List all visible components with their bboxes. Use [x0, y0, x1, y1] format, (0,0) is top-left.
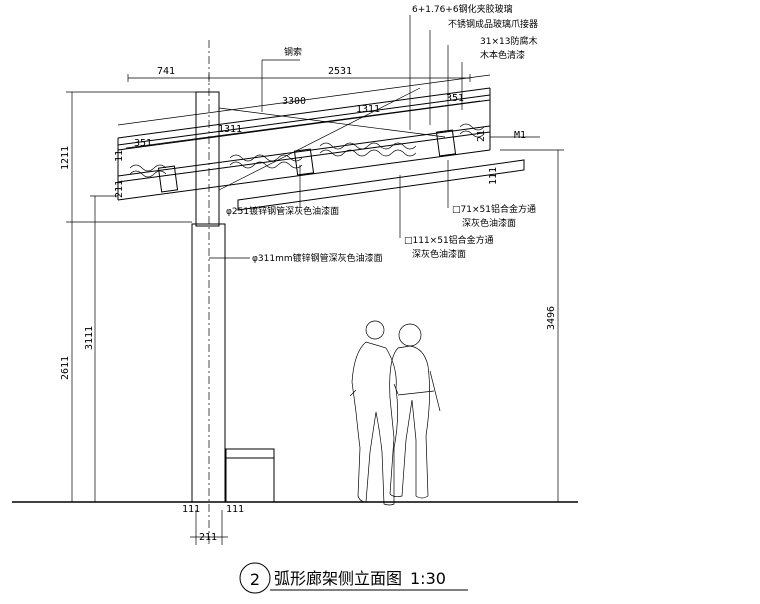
m1-label: M1 — [514, 130, 526, 141]
pipe-large-label: φ311mm镀锌钢管深灰色油漆面 — [252, 252, 383, 264]
dim-1311-right: 1311 — [356, 104, 380, 115]
bench — [225, 448, 275, 503]
tube-b-finish-label: 深灰色油漆面 — [412, 248, 466, 260]
glass-label: 6+1.76+6钢化夹胶玻璃 — [412, 3, 513, 15]
wood-finish-label: 木本色清漆 — [480, 49, 525, 61]
dim-1311-left: 1311 — [218, 124, 242, 135]
steel-cable-label: 钢索 — [284, 46, 302, 58]
dim-111-bottom-right: 111 — [226, 504, 244, 515]
dim-11: 11 — [114, 150, 125, 162]
dim-3300: 3300 — [282, 96, 306, 107]
dim-lines — [66, 15, 564, 545]
dim-211-side: 211 — [114, 180, 125, 198]
title-text: 弧形廊架侧立面图 — [274, 569, 402, 588]
dim-111-bottom-left: 111 — [182, 504, 200, 515]
tube-a-finish-label: 深灰色油漆面 — [462, 217, 516, 229]
dim-2611: 2611 — [60, 356, 71, 380]
dim-3496: 3496 — [546, 306, 557, 330]
dim-1211: 1211 — [60, 146, 71, 170]
roof-structure — [117, 87, 525, 211]
title-scale: 1:30 — [410, 569, 446, 588]
column — [191, 40, 226, 545]
dim-21: 21 — [476, 130, 487, 142]
dim-111-m1: 111 — [488, 167, 499, 185]
title-number-circle — [239, 562, 271, 594]
dim-351-right: 351 — [446, 93, 464, 104]
dim-top-left: 741 — [157, 66, 175, 77]
dim-211-bottom: 211 — [199, 532, 217, 543]
title-block: 2 弧形廊架侧立面图 1:30 — [239, 562, 468, 594]
tube-b-label: □111×51铝合金方通 — [404, 234, 494, 246]
pipe-small-label: φ251镀锌钢管深灰色油漆面 — [226, 205, 339, 217]
connector-label: 不锈钢成品玻璃爪接器 — [448, 18, 538, 30]
wood-label: 31×13防腐木 — [480, 35, 537, 47]
tube-a-label: □71×51铝合金方通 — [452, 203, 536, 215]
dim-351-left: 351 — [134, 138, 152, 149]
title-number: 2 — [250, 570, 260, 589]
dim-top-right: 2531 — [328, 66, 352, 77]
dim-3111: 3111 — [84, 326, 95, 350]
people-figures — [349, 320, 441, 506]
